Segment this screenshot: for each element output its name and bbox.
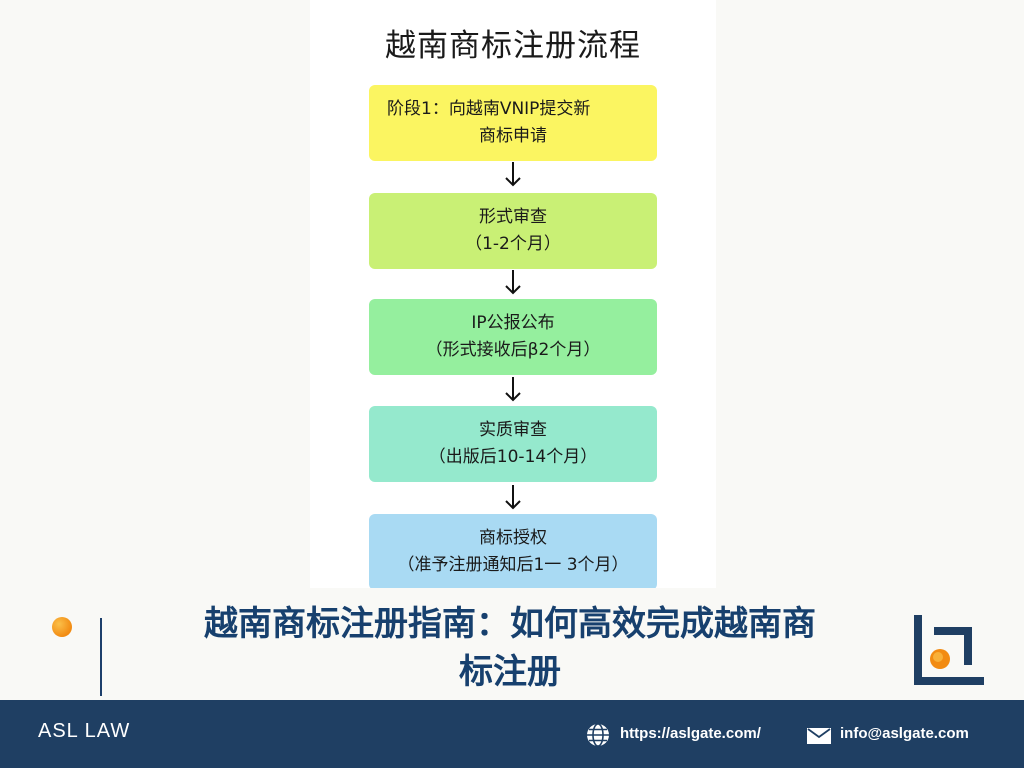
flow-step-1-line2: 商标申请 <box>479 126 547 146</box>
flow-step-4: 实质审查 （出版后10-14个月） <box>369 406 657 482</box>
headline-band <box>0 588 1024 700</box>
flow-step-4-line2: （出版后10-14个月） <box>428 447 598 467</box>
down-arrow-icon <box>505 485 521 510</box>
down-arrow-icon <box>505 162 521 187</box>
page-headline: 越南商标注册指南：如何高效完成越南商 标注册 <box>150 600 870 696</box>
flow-step-3: IP公报公布 （形式接收后β2个月） <box>369 299 657 375</box>
divider <box>100 618 102 696</box>
flow-step-5-line2: （准予注册通知后1一 3个月） <box>397 555 629 575</box>
headline-line2: 标注册 <box>459 652 561 692</box>
envelope-icon <box>807 728 831 744</box>
website-link[interactable]: https://aslgate.com/ <box>620 725 761 742</box>
footer-bar: ASL LAW https://aslgate.com/ info@aslgat… <box>0 700 1024 768</box>
email-link[interactable]: info@aslgate.com <box>840 725 969 742</box>
flow-step-2-line1: 形式审查 <box>479 207 547 227</box>
flow-step-5: 商标授权 （准予注册通知后1一 3个月） <box>369 514 657 590</box>
flow-step-5-line1: 商标授权 <box>479 528 547 548</box>
asl-logo-icon <box>914 615 984 685</box>
flow-step-2: 形式审查 （1-2个月） <box>369 193 657 269</box>
flow-step-3-line2: （形式接收后β2个月） <box>425 340 601 360</box>
orange-dot-icon <box>52 617 72 637</box>
down-arrow-icon <box>505 377 521 402</box>
down-arrow-icon <box>505 270 521 295</box>
headline-line1: 越南商标注册指南：如何高效完成越南商 <box>204 604 816 644</box>
flow-step-4-line1: 实质审查 <box>479 420 547 440</box>
flow-step-3-line1: IP公报公布 <box>471 313 555 333</box>
globe-icon <box>587 723 609 747</box>
flow-step-2-line2: （1-2个月） <box>465 234 561 254</box>
flowchart-title: 越南商标注册流程 <box>385 28 641 64</box>
flow-step-1: 阶段1：向越南VNIP提交新 商标申请 <box>369 85 657 161</box>
flow-step-1-line1: 阶段1：向越南VNIP提交新 <box>387 99 591 119</box>
footer-brand: ASL LAW <box>38 720 131 742</box>
